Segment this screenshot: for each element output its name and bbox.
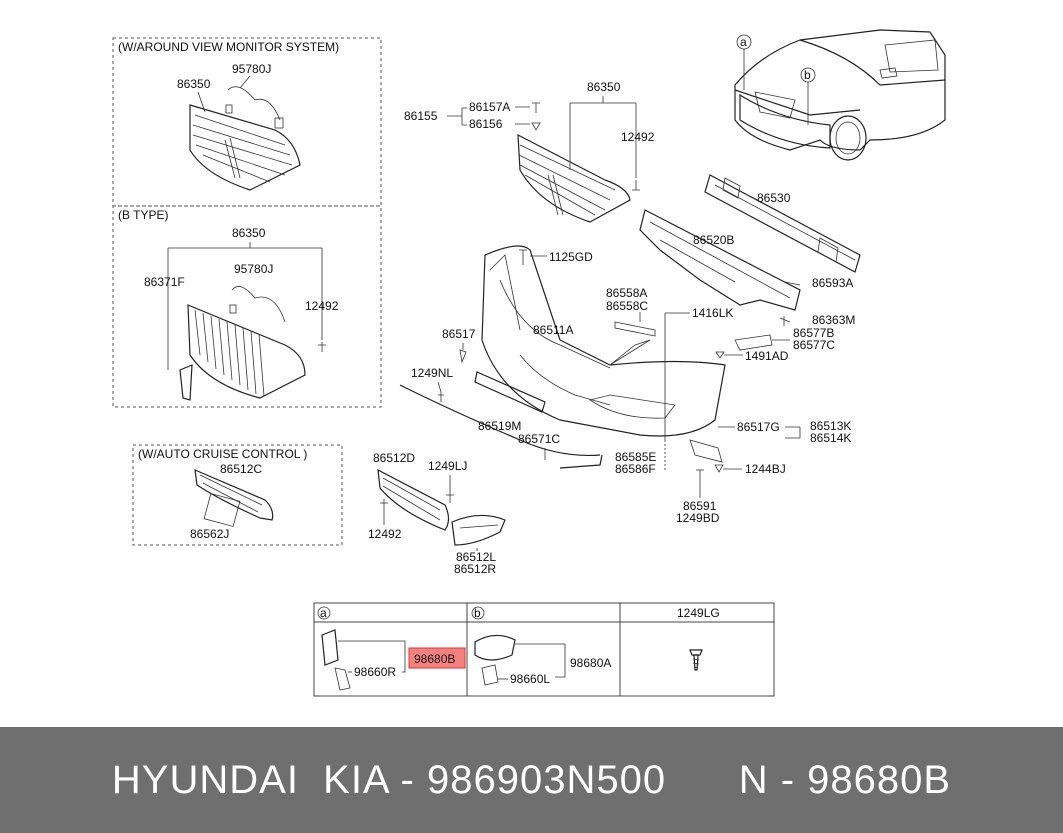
auto-cruise-title: (W/AUTO CRUISE CONTROL ): [138, 447, 307, 461]
label-86530: 86530: [757, 191, 791, 205]
label-12492-main: 12492: [621, 130, 655, 144]
label-86157a: 86157A: [469, 100, 510, 114]
label-86577b: 86577B: [793, 326, 834, 340]
label-86558a: 86558A: [606, 286, 647, 300]
label-12492-lower: 12492: [368, 527, 402, 541]
moulding: [399, 384, 601, 456]
label-86517: 86517: [442, 327, 476, 341]
label-86571c: 86571C: [518, 432, 560, 446]
label-86350-av: 86350: [177, 77, 211, 91]
label-1249bd: 1249BD: [676, 511, 720, 525]
label-86591: 86591: [683, 499, 717, 513]
label-98680b: 98680B: [414, 652, 455, 666]
screw-icon: [689, 649, 703, 671]
label-86155: 86155: [404, 109, 438, 123]
label-1125gd: 1125GD: [549, 250, 593, 264]
label-98660l: 98660L: [510, 672, 550, 686]
b-type-box: [112, 205, 382, 408]
table-col-c: 1249LG: [677, 606, 720, 620]
b-type-title: (B TYPE): [118, 208, 168, 222]
highlight-98680b: [408, 647, 466, 669]
callout-b-label: b: [804, 68, 811, 82]
label-1416lk: 1416LK: [692, 306, 733, 320]
label-86520b: 86520B: [693, 233, 734, 247]
lower-grille: [377, 468, 450, 531]
footer-part-numbers: HYUNDAI KIA - 986903N500 N - 98680B: [111, 757, 952, 802]
label-86512r: 86512R: [454, 562, 496, 576]
label-98680a: 98680A: [570, 656, 611, 670]
table-col-b-circle: [471, 606, 485, 620]
footer-bar: HYUNDAI KIA - 986903N500 N - 98680B: [0, 727, 1063, 833]
parts-diagram: (W/AROUND VIEW MONITOR SYSTEM) (B TYPE) …: [112, 29, 946, 697]
grille-main: [517, 102, 640, 223]
energy-absorber: [639, 209, 801, 311]
label-98660r: 98660R: [354, 665, 396, 679]
washer-cap-right: [474, 634, 516, 661]
label-86511a: 86511A: [533, 323, 573, 337]
label-86350-bt: 86350: [232, 226, 266, 240]
label-86562j: 86562J: [190, 527, 229, 541]
label-1249lj: 1249LJ: [428, 459, 467, 473]
label-86577c: 86577C: [793, 338, 835, 352]
label-86517g: 86517G: [737, 420, 780, 434]
label-86363m: 86363M: [812, 313, 855, 327]
table-col-b: b: [474, 606, 481, 620]
label-86593a: 86593A: [812, 276, 853, 290]
grille-b-type: [179, 286, 326, 401]
label-95780j-av: 95780J: [232, 62, 271, 76]
label-86156: 86156: [469, 117, 503, 131]
label-12492-bt: 12492: [305, 299, 339, 313]
bumper-cover: [481, 245, 726, 437]
washer-nozzle-left: [334, 667, 351, 691]
callout-a-label: a: [740, 35, 747, 49]
label-86371f: 86371F: [144, 275, 185, 289]
label-86585e: 86585E: [615, 450, 656, 464]
label-86512d: 86512D: [373, 451, 415, 465]
label-95780j-bt: 95780J: [234, 262, 273, 276]
car-illustration: [734, 29, 946, 161]
washer-nozzle-right: [481, 664, 499, 686]
moulding-end: [559, 454, 603, 469]
table-col-a-circle: [317, 606, 331, 620]
fog-cover: [451, 514, 506, 546]
label-1244bj: 1244BJ: [745, 462, 786, 476]
parts-table: [313, 602, 775, 697]
table-col-a: a: [320, 606, 327, 620]
grille-around-view: [189, 86, 301, 191]
grille-auto-cruise: [194, 469, 274, 527]
label-86512l: 86512L: [456, 550, 496, 564]
around-view-title: (W/AROUND VIEW MONITOR SYSTEM): [118, 40, 339, 54]
label-86558c: 86558C: [606, 299, 648, 313]
bumper-beam: [704, 174, 861, 273]
label-1491ad: 1491AD: [745, 349, 789, 363]
label-86514k: 86514K: [810, 431, 851, 445]
washer-cap-left: [321, 629, 339, 666]
auto-cruise-box: [132, 444, 343, 546]
label-86519m: 86519M: [478, 419, 521, 433]
label-86586f: 86586F: [615, 462, 656, 476]
label-1249nl: 1249NL: [411, 366, 453, 380]
label-86513k: 86513K: [810, 419, 851, 433]
label-86350-main: 86350: [587, 80, 621, 94]
lower-strip: [474, 371, 546, 413]
label-86512c: 86512C: [220, 462, 262, 476]
